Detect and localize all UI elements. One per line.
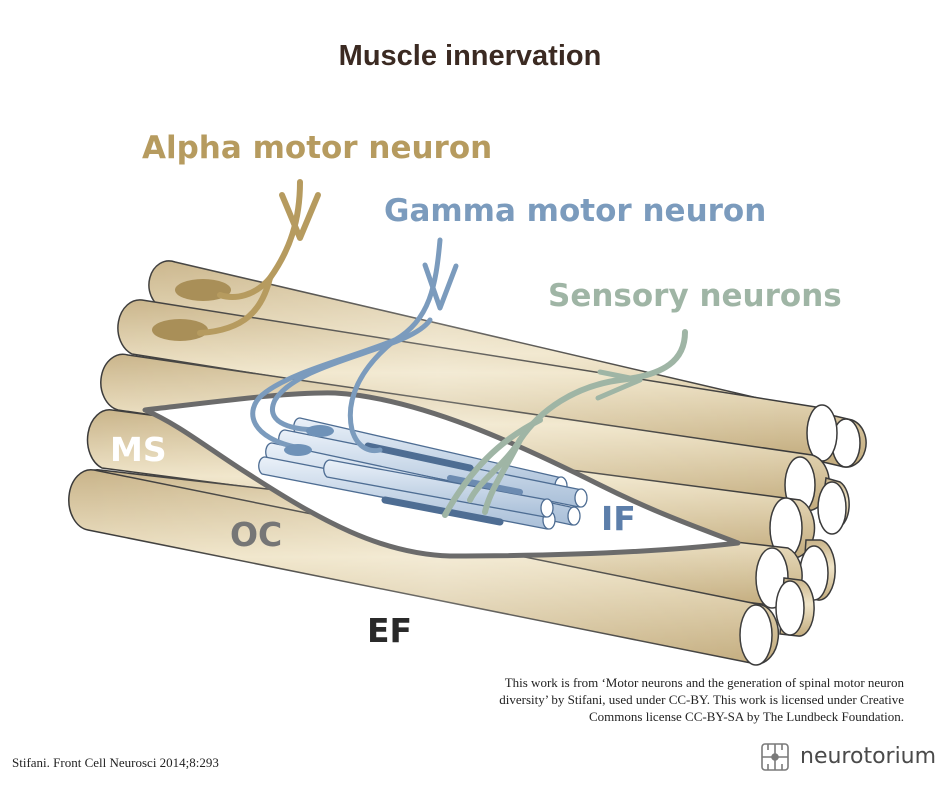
license-credit: This work is from ‘Motor neurons and the… — [499, 675, 904, 724]
ms-label: MS — [110, 430, 167, 469]
intrafusal-fiber — [323, 459, 554, 518]
gamma-motor-axon — [250, 237, 459, 456]
sensory-axon — [442, 329, 688, 518]
neurotorium-logo-icon — [761, 743, 789, 771]
alpha-motor-neuron-label: Alpha motor neuron — [142, 130, 493, 166]
alpha-motor-endplates — [152, 279, 231, 341]
ef-label: EF — [367, 611, 413, 650]
brand-logo: neurotorium — [762, 739, 936, 773]
sensory-neurons-label: Sensory neurons — [548, 278, 842, 314]
gamma-motor-neuron-label: Gamma motor neuron — [384, 193, 767, 229]
page-title: Muscle innervation — [338, 40, 602, 72]
alpha-motor-axon — [197, 179, 321, 336]
brand-name: neurotorium — [800, 743, 937, 769]
if-label: IF — [601, 499, 636, 538]
muscle-fiber — [817, 477, 850, 535]
citation: Stifani. Front Cell Neurosci 2014;8:293 — [12, 755, 219, 770]
oc-label: OC — [230, 515, 283, 554]
